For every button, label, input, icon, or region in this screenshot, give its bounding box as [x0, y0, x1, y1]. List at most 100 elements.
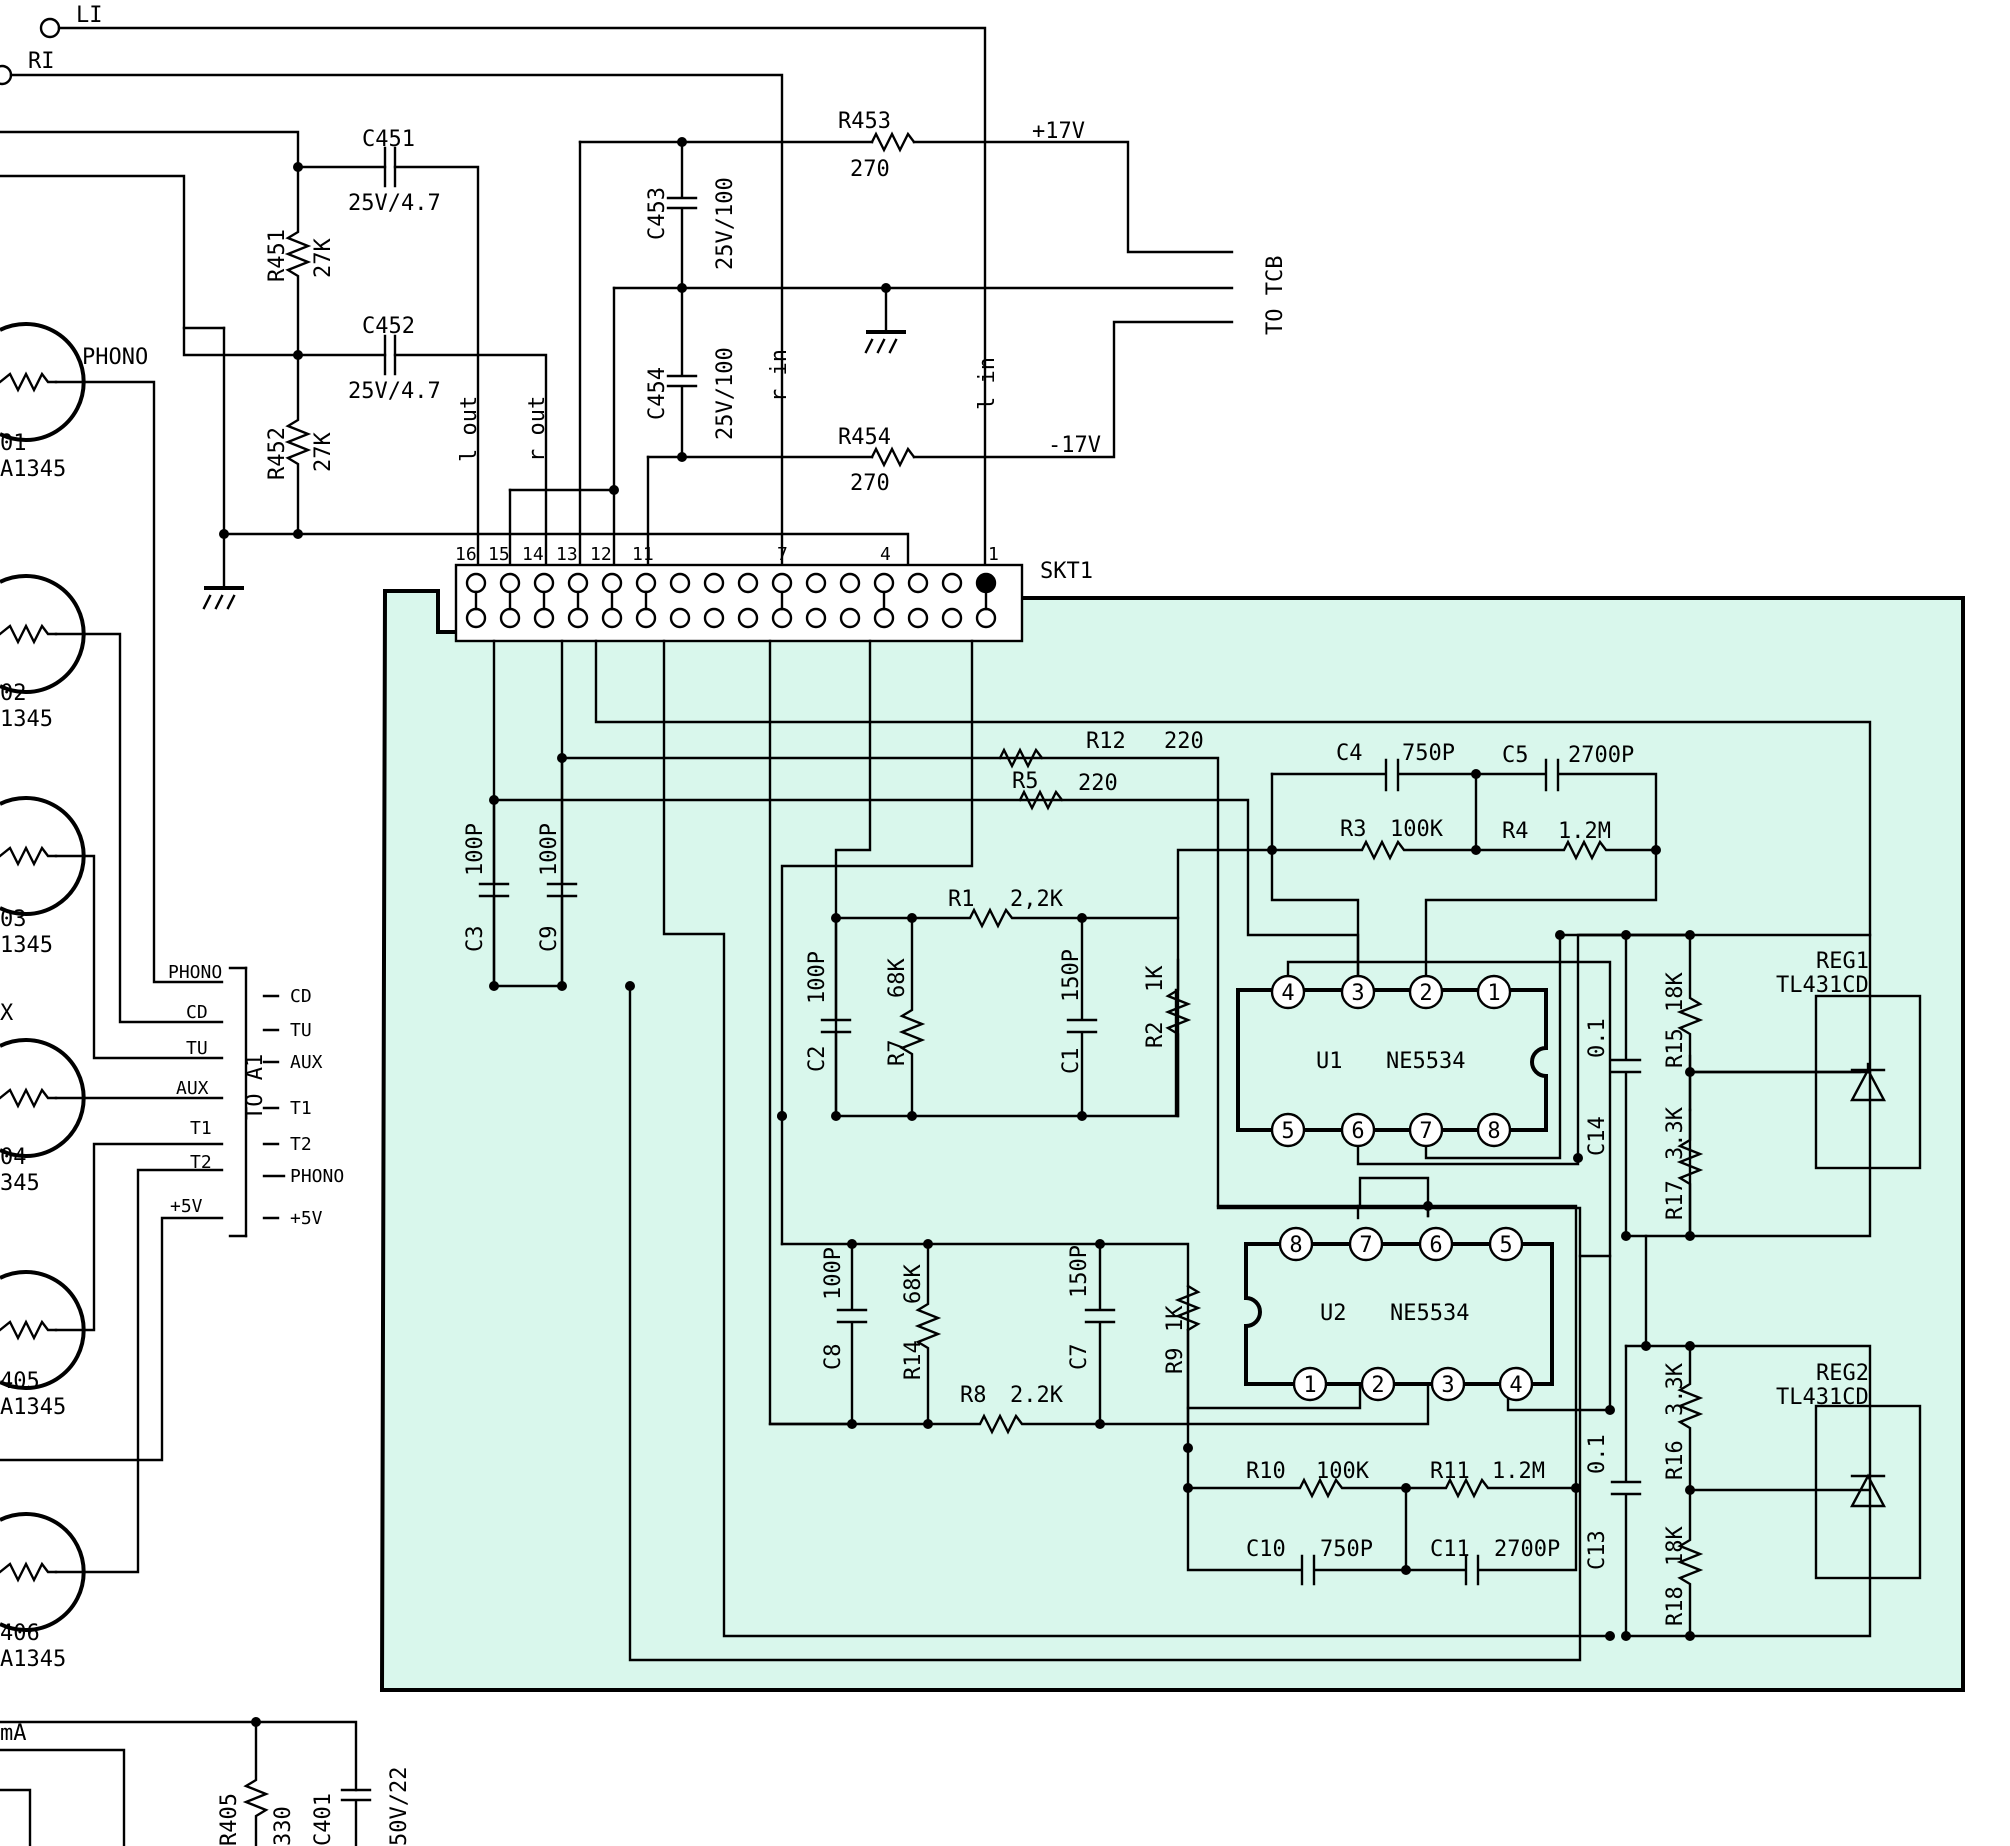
- u1-top-pin: [1408, 974, 1444, 1010]
- r451-ref: R451: [265, 229, 290, 282]
- jack-wires: [0, 380, 224, 1574]
- socket-pin-bottom: [499, 607, 521, 629]
- a1-right-5v: +5V: [290, 1208, 323, 1229]
- r17-value: 3.3K: [1663, 1106, 1688, 1160]
- r8-value: 2.2K: [1010, 1383, 1064, 1408]
- jack-1-ref: 01: [0, 431, 27, 456]
- jack-wiper: [0, 1561, 58, 1583]
- u1-bottom-pin-number: 5: [1281, 1119, 1294, 1144]
- jack-6-ref: 406: [0, 1621, 40, 1646]
- u1-top-pin: [1340, 974, 1376, 1010]
- jack-5-ref: 405: [0, 1369, 40, 1394]
- c4-value: 750P: [1402, 741, 1455, 766]
- u1-top-pin-number: 2: [1419, 981, 1432, 1006]
- left-jack-labels: PHONO 01 A1345 02 1345 03 1345 X 04 345 …: [0, 345, 148, 1746]
- reg2-ref: REG2: [1816, 1361, 1869, 1386]
- pos-rail-label: +17V: [1032, 119, 1085, 144]
- socket-pin-top: [601, 572, 623, 594]
- c5-ref: C5: [1502, 743, 1529, 768]
- preamp-board: [379, 589, 1965, 1692]
- u2-top-pin: [1278, 1226, 1314, 1262]
- reg2-part: TL431CD: [1776, 1385, 1869, 1410]
- a1-title: TO A1: [243, 1054, 268, 1120]
- to-tcb-label: TO TCB: [1263, 256, 1288, 335]
- skt-pin-label-7: 7: [777, 544, 788, 565]
- u2-bottom-pin: [1498, 1366, 1534, 1402]
- c11-ref: C11: [1430, 1537, 1470, 1562]
- u1-top-pin: [1476, 974, 1512, 1010]
- socket-pin-bottom: [907, 607, 929, 629]
- r12-value: 220: [1164, 729, 1204, 754]
- r14-value: 68K: [901, 1264, 926, 1304]
- u2-top-pin: [1418, 1226, 1454, 1262]
- jack-wiper: [0, 623, 58, 645]
- c2-ref: C2: [805, 1046, 830, 1073]
- c3-value: 100P: [463, 823, 488, 876]
- u2-top-pin: [1488, 1226, 1524, 1262]
- c5-value: 2700P: [1568, 743, 1634, 768]
- socket-pin-top: [941, 572, 963, 594]
- c451-value: 25V/4.7: [348, 191, 441, 216]
- u2-top-pin-number: 5: [1499, 1233, 1512, 1258]
- socket-pin-bottom: [737, 607, 759, 629]
- neg-rail-label: -17V: [1048, 433, 1101, 458]
- u2-stage: 100P C8 68K R14 150P C7 1K R9 R8 2.2K R1…: [768, 1176, 1615, 1586]
- a1-left-t1: T1: [190, 1118, 212, 1139]
- r10-ref: R10: [1246, 1459, 1286, 1484]
- r10-value: 100K: [1316, 1459, 1370, 1484]
- socket-pin-top: [839, 572, 861, 594]
- r17-ref: R17: [1663, 1180, 1688, 1220]
- a1-left-tu: TU: [186, 1038, 208, 1059]
- socket-pin-top: [567, 572, 589, 594]
- a1-right-cd: CD: [290, 986, 312, 1007]
- jack-2-part: 1345: [0, 707, 53, 732]
- r4-ref: R4: [1502, 819, 1529, 844]
- supply-section: R453 270 R454 270 C453 25V/100 C454 25V/…: [457, 109, 1288, 577]
- l-out-label: l out: [457, 396, 482, 462]
- socket-pin-top: [771, 572, 793, 594]
- c8-ref: C8: [821, 1344, 846, 1371]
- jack-1-part: A1345: [0, 457, 66, 482]
- r12-ref: R12: [1086, 729, 1126, 754]
- jack-wiper: [0, 845, 58, 867]
- socket-pin-top: [737, 572, 759, 594]
- connector-a1: TO A1 PHONO CD TU AUX T1 T2 +5V CD TU AU…: [168, 962, 344, 1238]
- u2-bottom-pin: [1292, 1366, 1328, 1402]
- u2-bottom-pin-number: 2: [1371, 1373, 1384, 1398]
- a1-left-aux: AUX: [176, 1078, 209, 1099]
- c10-ref: C10: [1246, 1537, 1286, 1562]
- c401-ref: C401: [311, 1793, 336, 1846]
- c4-ref: C4: [1336, 741, 1363, 766]
- a1-left-phono: PHONO: [168, 962, 222, 983]
- u1-chip: U1 NE5534: [1236, 988, 1548, 1132]
- socket-skt1: SKT1 16 15 14 13 12 11 7 4 1: [454, 544, 1093, 643]
- r9-ref: R9: [1163, 1348, 1188, 1375]
- r16-ref: R16: [1663, 1440, 1688, 1480]
- c14-ref: C14: [1585, 1116, 1610, 1156]
- socket-pin-top: [465, 572, 487, 594]
- jack-6-part: A1345: [0, 1647, 66, 1672]
- socket-pin-top: [703, 572, 725, 594]
- u2-bottom-pin: [1430, 1366, 1466, 1402]
- jack-4-ref: 04: [0, 1145, 27, 1170]
- u1-top-pin-number: 1: [1487, 981, 1500, 1006]
- u1-top-pin-number: 3: [1351, 981, 1364, 1006]
- r7-value: 68K: [885, 958, 910, 998]
- r4-value: 1.2M: [1558, 819, 1611, 844]
- u2-chip: U2 NE5534: [1244, 1242, 1554, 1386]
- skt-pin-label-14: 14: [522, 544, 544, 565]
- c13-ref: C13: [1585, 1530, 1610, 1570]
- r-in-label: r in: [767, 349, 792, 402]
- skt-pin-label-11: 11: [632, 544, 654, 565]
- r452-value: 27K: [311, 432, 336, 472]
- c14-value: 0.1: [1585, 1018, 1610, 1058]
- r2-ref: R2: [1143, 1022, 1168, 1049]
- jack-3-ref: 03: [0, 907, 27, 932]
- c2-value: 100P: [805, 951, 830, 1004]
- jack-5-part: A1345: [0, 1395, 66, 1420]
- socket-pin-bottom: [805, 607, 827, 629]
- r8-ref: R8: [960, 1383, 987, 1408]
- socket-pin-bottom: [567, 607, 589, 629]
- skt-pin-label-12: 12: [590, 544, 612, 565]
- jack-wiper: [0, 371, 58, 393]
